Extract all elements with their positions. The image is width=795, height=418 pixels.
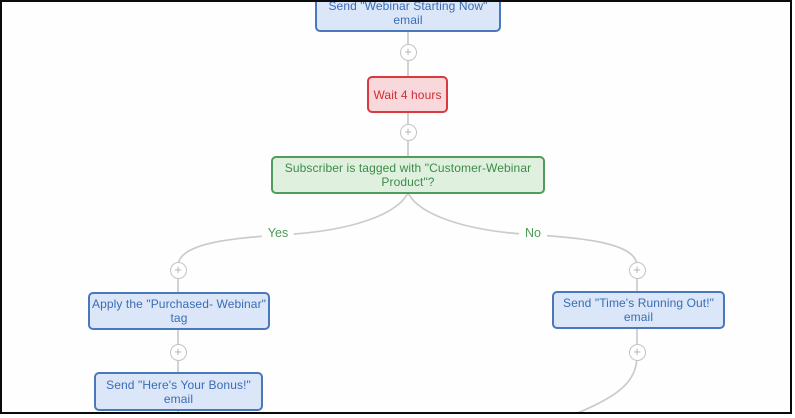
node-label: Send "Webinar Starting Now" email: [328, 0, 488, 27]
plus-glyph: +: [174, 261, 182, 277]
node-subscriber-tagged-condition[interactable]: Subscriber is tagged with "Customer-Webi…: [271, 156, 545, 194]
plus-icon[interactable]: +: [399, 43, 417, 61]
plus-glyph: +: [404, 43, 412, 59]
node-send-webinar-starting-now[interactable]: Send "Webinar Starting Now" email: [315, 0, 501, 32]
plus-glyph: +: [174, 343, 182, 359]
node-label: Apply the "Purchased- Webinar" tag: [91, 297, 267, 325]
connector-no-branch-continue: [577, 329, 638, 412]
node-label: Subscriber is tagged with "Customer-Webi…: [284, 161, 532, 189]
node-label: Send "Here's Your Bonus!" email: [106, 377, 251, 406]
branch-label-yes: Yes: [261, 226, 295, 240]
plus-icon[interactable]: +: [628, 261, 646, 279]
plus-glyph: +: [404, 123, 412, 139]
plus-glyph: +: [633, 343, 641, 359]
node-label: Send "Time's Running Out!" email: [562, 296, 715, 324]
branch-label-no: No: [519, 226, 547, 240]
connector-branch-no: [407, 192, 638, 293]
node-label: Wait 4 hours: [373, 87, 442, 102]
plus-icon[interactable]: +: [628, 343, 646, 361]
node-send-heres-your-bonus[interactable]: Send "Here's Your Bonus!" email: [94, 372, 263, 411]
node-wait-4-hours[interactable]: Wait 4 hours: [367, 76, 448, 113]
plus-glyph: +: [633, 261, 641, 277]
connector-branch-yes: [177, 192, 409, 293]
plus-icon[interactable]: +: [169, 343, 187, 361]
node-send-times-running-out[interactable]: Send "Time's Running Out!" email: [552, 291, 725, 329]
node-apply-purchased-webinar-tag[interactable]: Apply the "Purchased- Webinar" tag: [88, 292, 270, 330]
plus-icon[interactable]: +: [169, 261, 187, 279]
plus-icon[interactable]: +: [399, 123, 417, 141]
